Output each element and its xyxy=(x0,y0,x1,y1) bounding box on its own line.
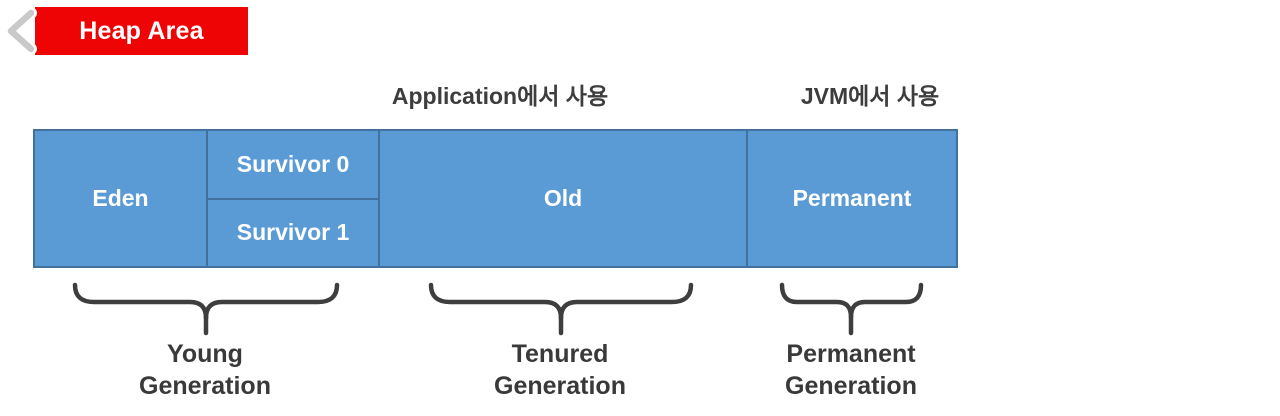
eden-label: Eden xyxy=(92,185,149,211)
heap-bar: Eden Survivor 0 Survivor 1 Old Permanent xyxy=(33,129,958,268)
heap-cell-old: Old xyxy=(380,131,748,266)
tenured-generation-brace-icon xyxy=(428,282,694,336)
survivor1-label: Survivor 1 xyxy=(236,219,350,246)
heap-area-badge: Heap Area xyxy=(35,7,248,55)
tenured-generation-line2: Generation xyxy=(494,372,626,400)
young-generation-label: Young Generation xyxy=(95,338,315,402)
young-generation-line2: Generation xyxy=(139,372,271,400)
jvm-usage-label: JVM에서 사용 xyxy=(800,83,940,109)
tenured-generation-label: Tenured Generation xyxy=(450,338,670,402)
survivor0-label: Survivor 0 xyxy=(236,150,350,177)
young-generation-brace-icon xyxy=(72,282,340,336)
permanent-label: Permanent xyxy=(792,185,912,211)
chevron-left-icon[interactable] xyxy=(3,9,39,53)
permanent-generation-brace-icon xyxy=(779,282,924,336)
application-usage-label: Application에서 사용 xyxy=(391,83,609,109)
heap-cell-eden: Eden xyxy=(35,131,208,266)
permanent-generation-line1: Permanent xyxy=(786,340,916,368)
old-label: Old xyxy=(543,185,583,211)
young-generation-line1: Young xyxy=(167,340,243,368)
tenured-generation-line1: Tenured xyxy=(511,340,609,368)
permanent-generation-line2: Generation xyxy=(785,372,917,400)
heap-cell-survivor1: Survivor 1 xyxy=(208,200,378,267)
heap-cell-survivor0: Survivor 0 xyxy=(208,131,378,200)
survivor-column: Survivor 0 Survivor 1 xyxy=(208,131,380,266)
heap-area-badge-label: Heap Area xyxy=(79,16,204,45)
permanent-generation-label: Permanent Generation xyxy=(741,338,961,402)
heap-cell-permanent: Permanent xyxy=(748,131,956,266)
